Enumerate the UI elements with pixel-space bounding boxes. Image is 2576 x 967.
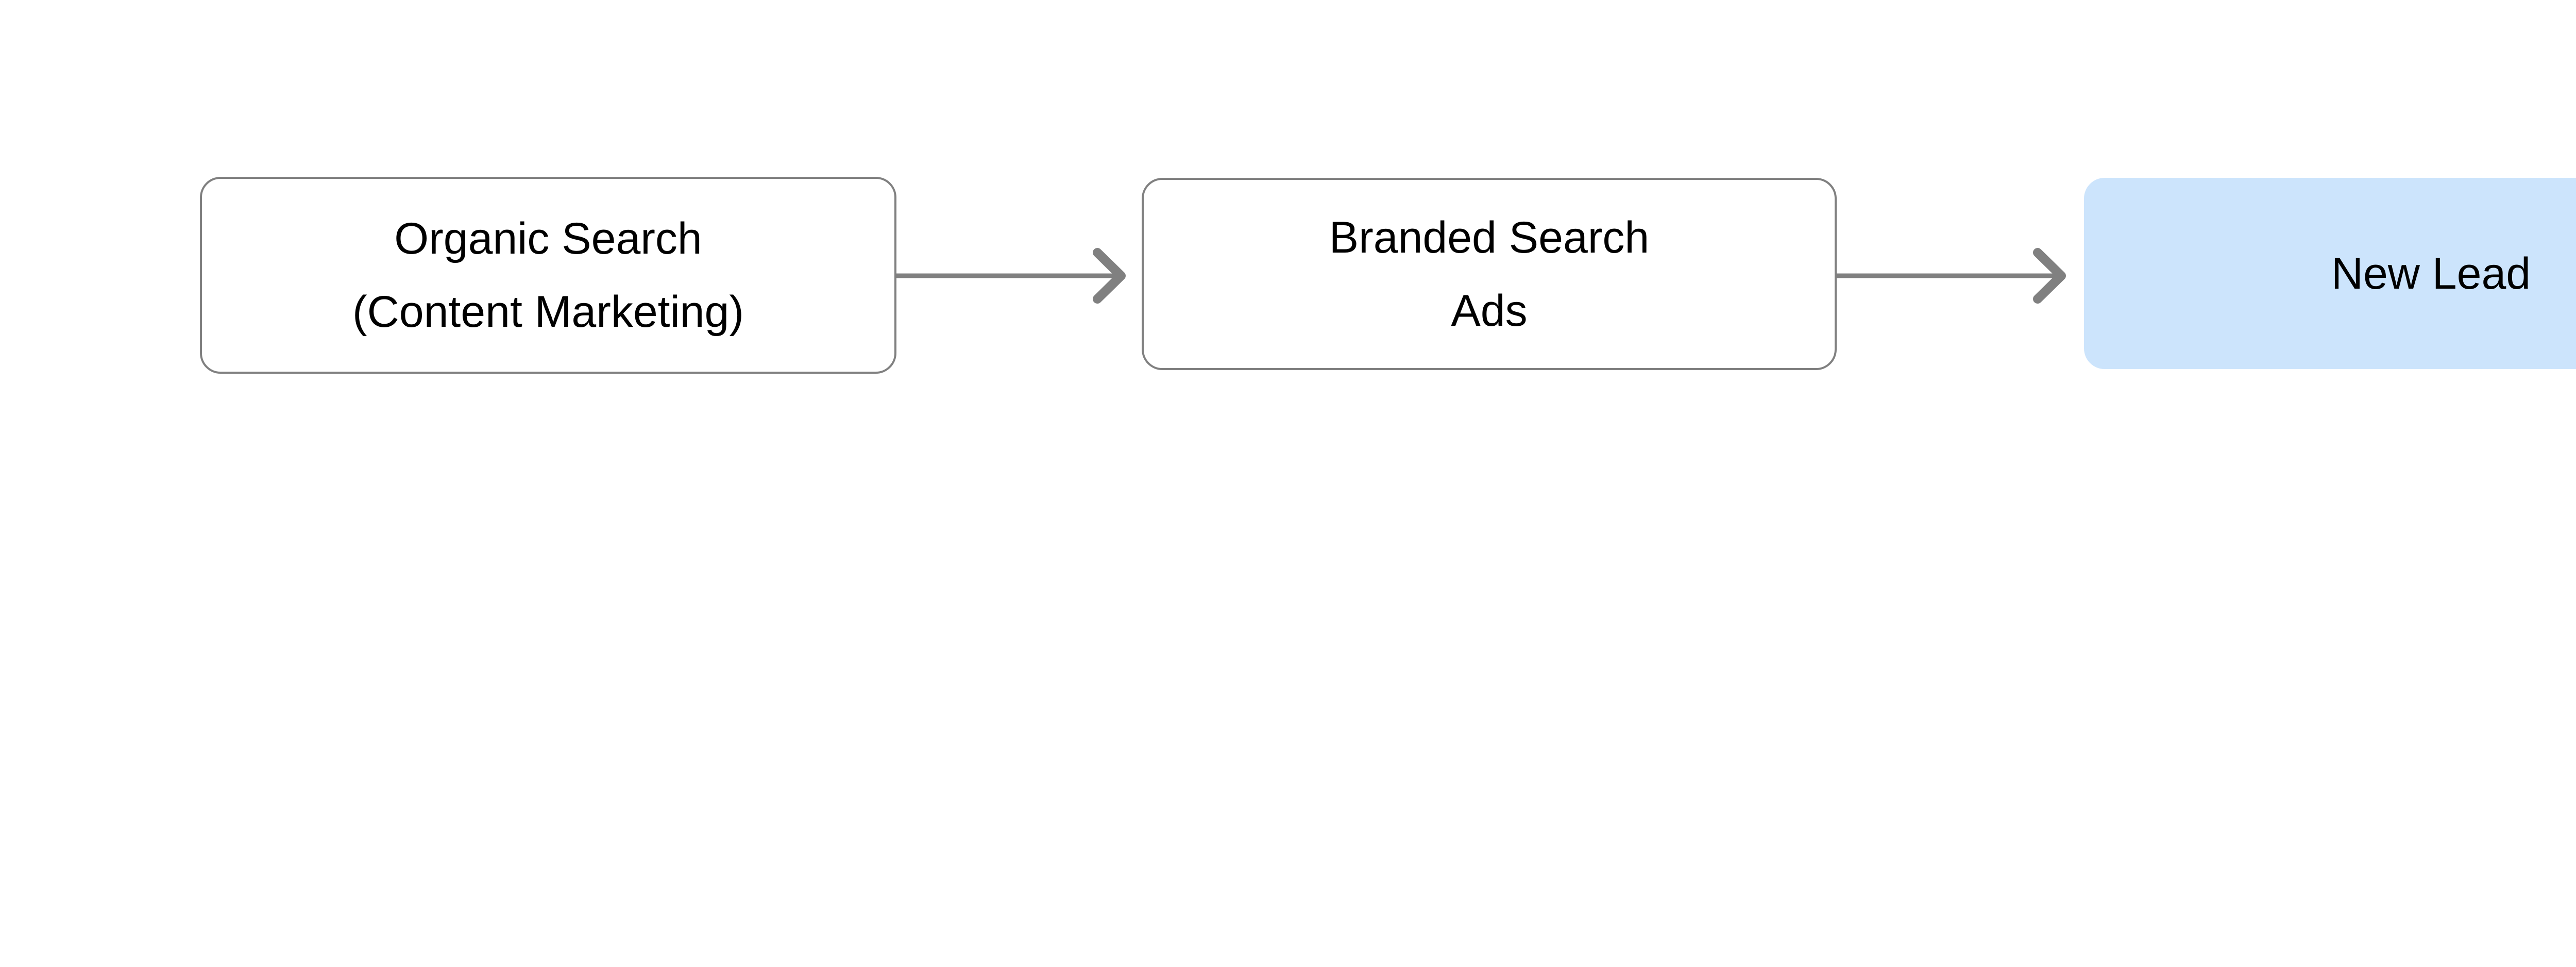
- node-branded-search-ads[interactable]: Branded Search Ads: [1142, 178, 1837, 370]
- node-label-line: Branded Search: [1329, 212, 1650, 262]
- node-organic-search[interactable]: Organic Search (Content Marketing): [200, 177, 896, 374]
- node-label-line: Ads: [1451, 286, 1528, 336]
- arrowhead-chevron-icon: [1093, 248, 1126, 304]
- node-new-lead[interactable]: New Lead: [2084, 178, 2576, 369]
- edge-organic-to-branded: [896, 248, 1126, 304]
- node-label-line: Organic Search: [394, 214, 702, 263]
- node-label-line: (Content Marketing): [352, 287, 744, 337]
- edge-branded-to-lead: [1837, 248, 2066, 304]
- arrowhead-chevron-icon: [2033, 248, 2066, 304]
- node-label-line: New Lead: [2331, 248, 2531, 298]
